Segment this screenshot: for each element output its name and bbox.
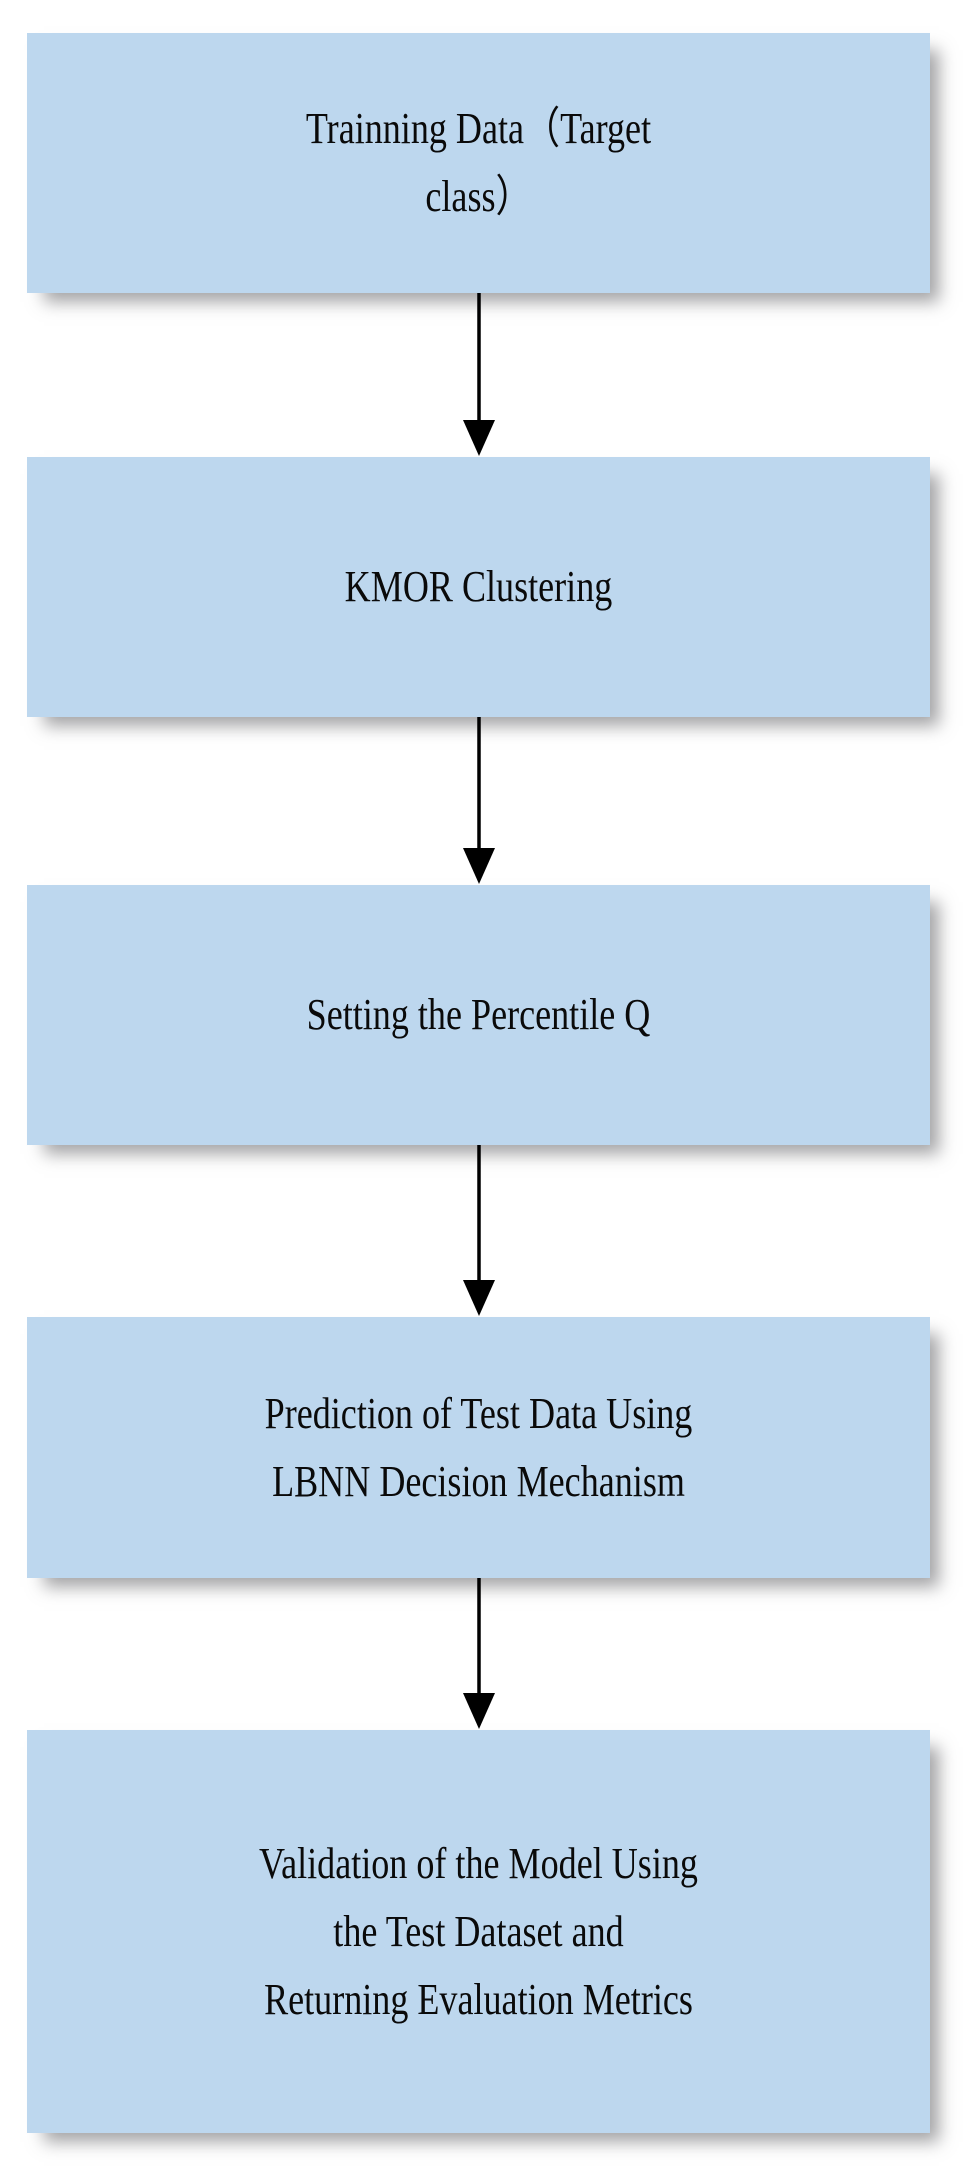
flowchart-node-label: Trainning Data（Target class） [305, 104, 652, 221]
flowchart-node-kmor-clustering[interactable]: KMOR Clustering [27, 457, 930, 717]
flowchart-node-training-data[interactable]: Trainning Data（Target class） [27, 33, 930, 293]
flowchart-node-label: Validation of the Model Using the Test D… [259, 1838, 698, 2024]
flowchart-node-label: Prediction of Test Data Using LBNN Decis… [264, 1388, 693, 1506]
flowchart-node-prediction-lbnn[interactable]: Prediction of Test Data Using LBNN Decis… [27, 1317, 930, 1578]
flowchart-connector-arrow-down [462, 1578, 496, 1730]
flowchart-node-label: Setting the Percentile Q [306, 990, 651, 1039]
flowchart-connector-arrow-down [462, 1145, 496, 1317]
flowchart-node-setting-percentile[interactable]: Setting the Percentile Q [27, 885, 930, 1145]
flowchart-connector-arrow-down [462, 717, 496, 885]
flowchart-node-validation-metrics[interactable]: Validation of the Model Using the Test D… [27, 1730, 930, 2133]
flowchart-connector-arrow-down [462, 293, 496, 457]
flowchart-node-label: KMOR Clustering [344, 562, 613, 611]
